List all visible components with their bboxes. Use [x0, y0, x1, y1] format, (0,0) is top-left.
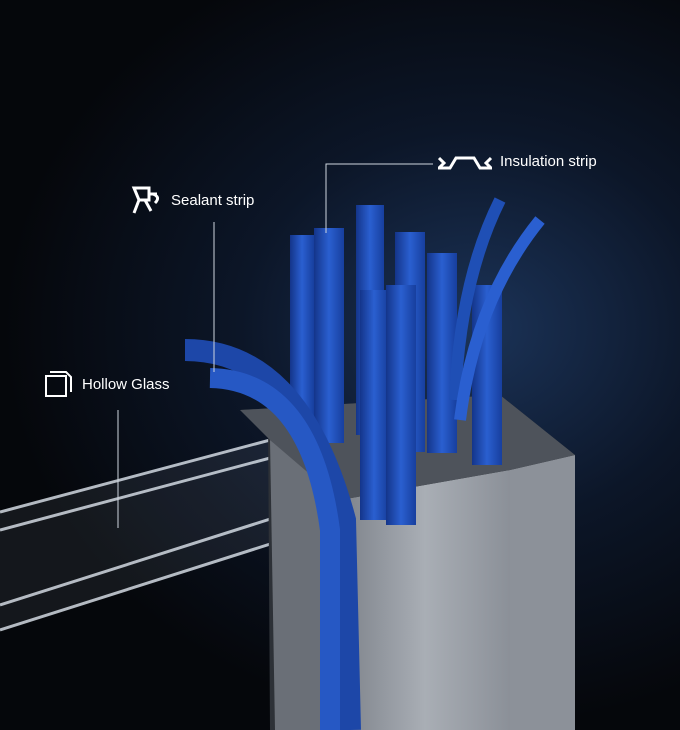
hollow-glass-icon [45, 371, 72, 397]
hollow-glass-text: Hollow Glass [82, 375, 170, 393]
leader-lines [117, 163, 433, 528]
insulation-strip-text: Insulation strip [500, 153, 597, 170]
sealant-strips [184, 197, 545, 730]
insulation-strip-label: Insulation strip [438, 153, 597, 170]
sealant-strip-icon [131, 186, 160, 214]
sealant-strip-text: Sealant strip [171, 191, 255, 209]
sealant-strip-label: Sealant strip [131, 185, 254, 215]
insulation-strip-icon [438, 156, 492, 169]
hollow-glass-label: Hollow Glass [44, 370, 170, 398]
